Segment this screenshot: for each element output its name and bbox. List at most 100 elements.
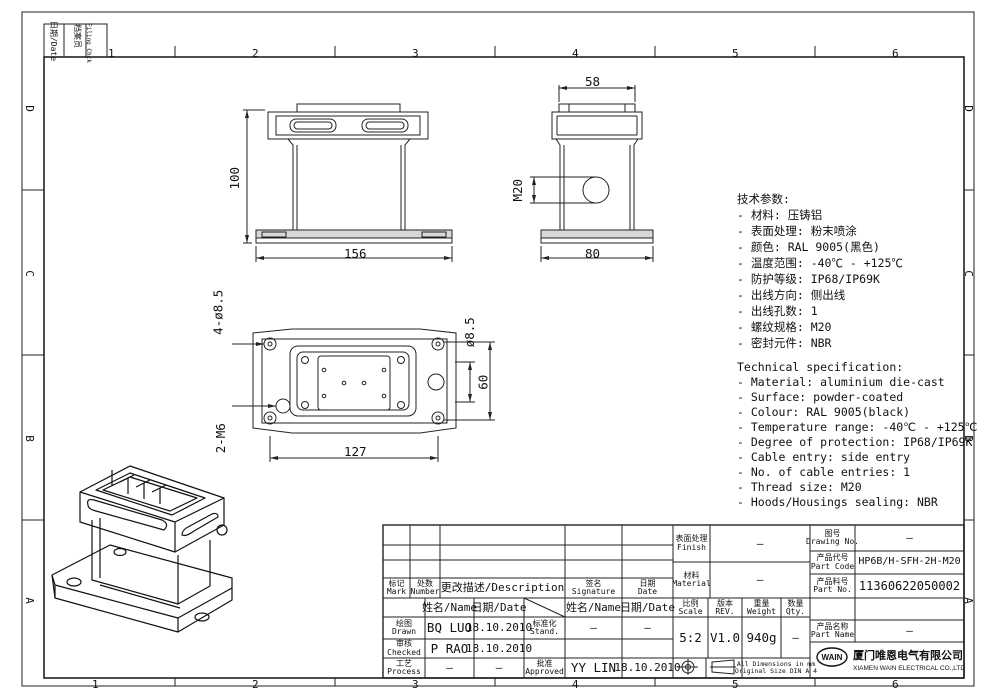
side-view xyxy=(530,85,654,262)
tb-finish-label: 表面处理 Finish xyxy=(675,534,708,552)
tb-number-head: 处数 Number xyxy=(410,578,440,596)
svg-text:WAIN: WAIN xyxy=(822,653,843,662)
zone-right-c: C xyxy=(961,270,975,277)
dim-front-height: 100 xyxy=(227,166,243,190)
title-block-grid xyxy=(382,524,965,679)
tb-dimensions-note: All Dimensions in mm Original Size DIN A… xyxy=(734,660,818,675)
tb-date-head-3: 日期/Date xyxy=(619,600,676,614)
spec-en-line: - No. of cable entries: 1 xyxy=(737,465,911,479)
tb-process-date: — xyxy=(495,661,503,675)
dim-side-top: 58 xyxy=(585,74,601,89)
zone-top-6: 6 xyxy=(892,47,899,60)
spec-cn-title: 技术参数: xyxy=(737,192,790,206)
tb-process-label: 工艺 Process xyxy=(387,658,421,676)
wain-logo-icon: WAIN xyxy=(816,647,848,667)
projection-symbol-icon xyxy=(678,659,736,675)
spec-en-line: - Thread size: M20 xyxy=(737,480,862,494)
filing-check-cn: 档案员 xyxy=(73,24,82,48)
tb-scale-value: 5:2 xyxy=(679,630,702,646)
spec-cn-line: - 温度范围: -40℃ - +125℃ xyxy=(737,256,903,270)
spec-cn-line: - 密封元件: NBR xyxy=(737,336,832,350)
zone-bottom-3: 3 xyxy=(412,678,419,691)
tb-drawn-name: BQ LUO xyxy=(426,620,473,636)
dim-plan-holes: 4-ø8.5 xyxy=(210,289,226,335)
zone-bottom-2: 2 xyxy=(252,678,259,691)
tb-process-name: — xyxy=(446,661,453,675)
tb-stand-name: — xyxy=(590,621,597,635)
dim-plan-hole-dia: ø8.5 xyxy=(461,317,477,348)
zone-top-2: 2 xyxy=(252,47,259,60)
front-view xyxy=(243,103,453,262)
tb-drawn-date: 18.10.2010 xyxy=(465,621,533,635)
plan-view xyxy=(232,328,495,462)
tb-part-name-label: 产品名称 Part Name xyxy=(810,621,855,639)
zone-top-1: 1 xyxy=(108,47,115,60)
tb-weight-label: 重量 Weight xyxy=(747,598,776,616)
zone-bottom-1: 1 xyxy=(92,678,99,691)
zone-bottom-6: 6 xyxy=(892,678,899,691)
tb-qty-label: 数量 Qty. xyxy=(785,598,806,616)
filing-check-en: Filing Chck xyxy=(84,23,92,63)
dim-plan-height: 60 xyxy=(475,374,491,390)
tb-part-no-value: 11360622050002 xyxy=(858,578,961,593)
spec-en-line: - Surface: powder-coated xyxy=(737,390,904,404)
tb-description-head: 更改描述/Description xyxy=(440,581,565,595)
zone-bottom-5: 5 xyxy=(732,678,739,691)
tb-stand-date: — xyxy=(644,621,651,635)
zone-bottom-4: 4 xyxy=(572,678,579,691)
tb-checked-date: 18.10.2010 xyxy=(465,641,533,655)
tb-material-value: — xyxy=(756,573,764,587)
zone-top-4: 4 xyxy=(572,47,579,60)
spec-cn-line: - 颜色: RAL 9005(黑色) xyxy=(737,240,880,254)
zone-left-a: A xyxy=(22,597,36,604)
spec-en-title: Technical specification: xyxy=(737,360,904,374)
tb-part-code-label: 产品代号 Part Code xyxy=(810,553,855,571)
spec-cn-line: - 防护等级: IP68/IP69K xyxy=(737,272,880,286)
filing-date: 日期/Date xyxy=(49,20,59,62)
tb-signature-head: 签名 Signature xyxy=(571,578,616,596)
zone-top-5: 5 xyxy=(732,47,739,60)
dim-side-thread: M20 xyxy=(510,178,526,202)
tb-part-code-value: HP6B/H-SFH-2H-M20 xyxy=(858,556,961,568)
dim-side-bottom: 80 xyxy=(585,246,601,261)
spec-en-line: - Colour: RAL 9005(black) xyxy=(737,405,911,419)
zone-right-a: A xyxy=(961,597,975,604)
tb-material-label: 材料 Material xyxy=(672,570,711,588)
tb-checked-label: 审核 Checked xyxy=(387,639,421,657)
zone-left-b: B xyxy=(22,435,36,442)
tb-drawing-no-value: — xyxy=(906,531,913,545)
spec-en-line: - Hoods/Housings sealing: NBR xyxy=(737,495,938,509)
tb-date-head: 日期 Date xyxy=(637,578,658,596)
tb-mark-head: 标记 Mark xyxy=(386,578,407,596)
spec-cn-line: - 出线孔数: 1 xyxy=(737,304,818,318)
tb-rev-value: V1.0 xyxy=(709,630,741,646)
tb-approved-label: 批准 Approved xyxy=(525,658,564,676)
tb-name-head-3: 姓名/Name xyxy=(565,600,622,614)
tb-qty-value: — xyxy=(792,631,799,645)
tb-stand-head: 标准化 Stand. xyxy=(530,618,559,636)
tb-part-name-value: — xyxy=(906,624,913,638)
tb-drawing-no-label: 图号 Drawing No. xyxy=(806,528,859,546)
spec-cn-line: - 出线方向: 侧出线 xyxy=(737,288,846,302)
isometric-view xyxy=(51,465,233,633)
spec-cn-line: - 表面处理: 粉末喷涂 xyxy=(737,224,857,238)
tb-rev-label: 版本 REV. xyxy=(715,598,735,616)
tb-company-en: XIAMEN WAIN ELECTRICAL CO.,LTD xyxy=(853,665,966,672)
tb-checked-name: P RAO xyxy=(430,640,469,656)
zone-top-3: 3 xyxy=(412,47,419,60)
spec-en-line: - Degree of protection: IP68/IP69K xyxy=(737,435,973,449)
spec-en-line: - Cable entry: side entry xyxy=(737,450,911,464)
tb-company-cn: 厦门唯恩电气有限公司 xyxy=(853,650,963,662)
spec-en-line: - Temperature range: -40℃ - +125℃ xyxy=(737,420,978,434)
dim-front-width: 156 xyxy=(344,246,367,261)
spec-en-line: - Material: aluminium die-cast xyxy=(737,375,945,389)
tb-scale-label: 比例 Scale xyxy=(678,598,703,616)
zone-left-d: D xyxy=(22,105,36,112)
tb-approved-date: 18.10.2010 xyxy=(614,661,681,675)
dim-plan-thread: 2-M6 xyxy=(212,423,228,454)
zone-right-d: D xyxy=(961,105,975,112)
tb-part-no-label: 产品料号 Part No. xyxy=(813,576,852,594)
spec-cn-line: - 螺纹规格: M20 xyxy=(737,320,832,334)
spec-cn-line: - 材料: 压铸铝 xyxy=(737,208,823,222)
